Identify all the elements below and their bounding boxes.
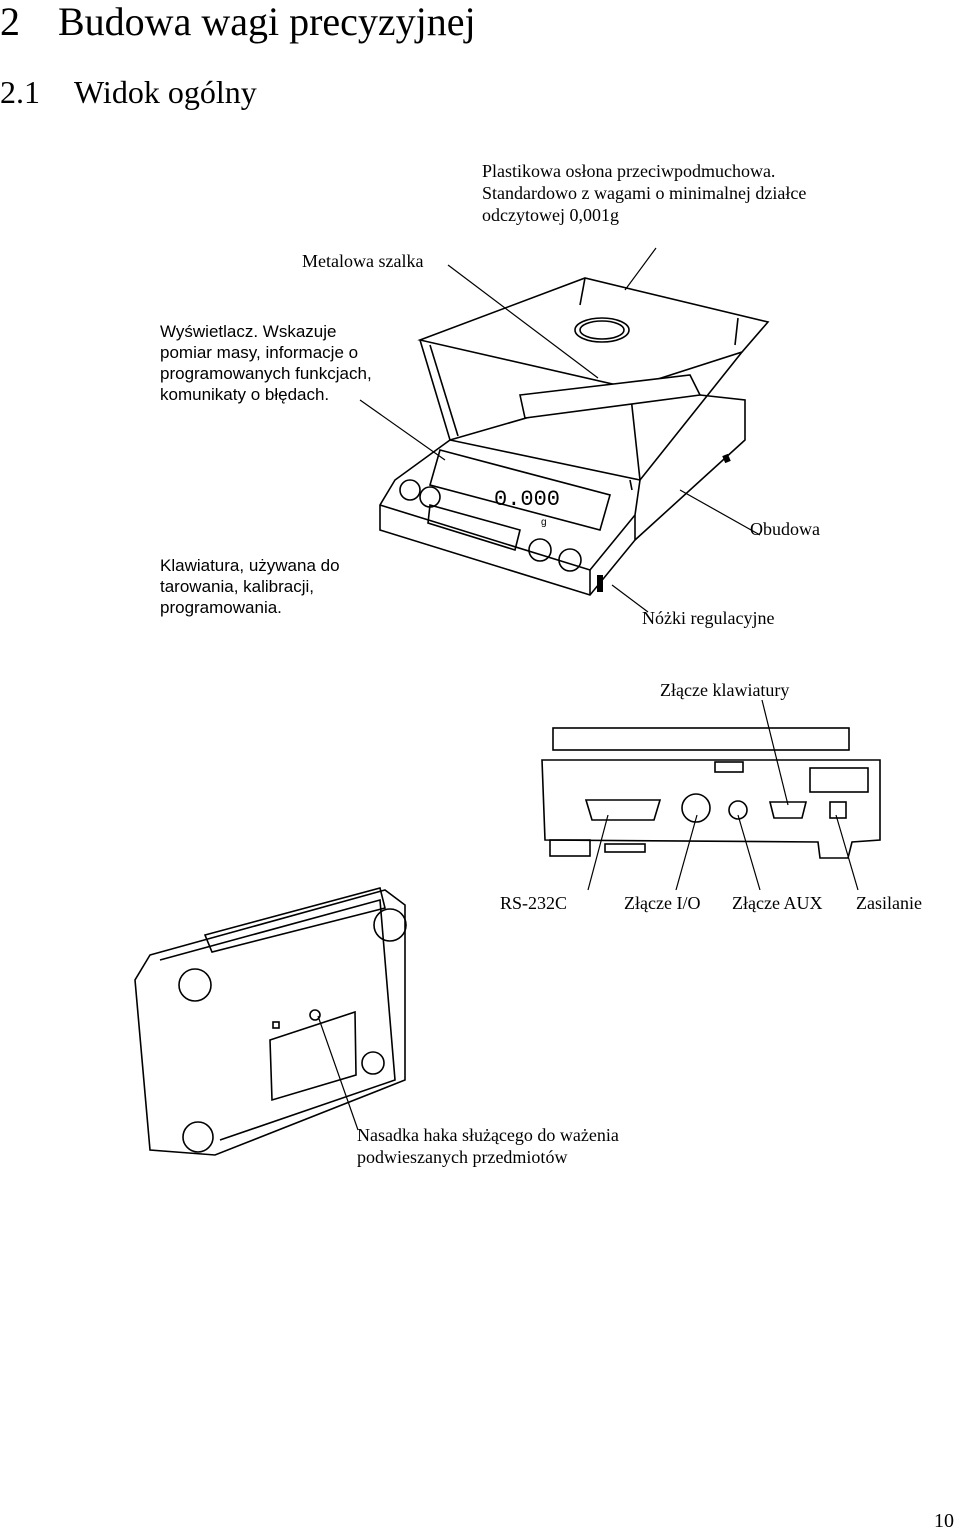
io-label: Złącze I/O [624,893,701,913]
page-number: 10 [934,1510,954,1532]
draft-shield-drawing [417,277,770,481]
housing-label: Obudowa [750,519,820,539]
label-line: programowanych funkcjach, [160,364,372,383]
label-line: podwieszanych przedmiotów [357,1147,568,1167]
display-label: Wyświetlacz. Wskazuje pomiar masy, infor… [160,321,372,405]
display-unit: g [541,517,547,528]
section-title: Budowa wagi precyzyjnej [58,0,476,44]
subsection-heading: 2.1 Widok ogólny [0,74,257,111]
label-line: tarowania, kalibracji, [160,577,315,596]
pan-label: Metalowa szalka [302,251,424,271]
leader-lines [359,247,761,613]
label-line: pomiar masy, informacje o [160,343,359,362]
feet-label: Nóżki regulacyjne [642,608,775,628]
label-line: komunikaty o błędach. [160,385,330,404]
balance-body-drawing [379,394,746,596]
label-line: Plastikowa osłona przeciwpodmuchowa. [482,161,776,181]
rear-panel-drawing [541,727,881,859]
display-reading: 0.000 [494,487,560,512]
aux-label: Złącze AUX [732,893,823,913]
section-number: 2 [0,0,20,44]
label-line: programowania. [160,598,282,617]
bottom-view-drawing [134,887,407,1156]
label-line: Wyświetlacz. Wskazuje [160,322,337,341]
keyboard-connector-label: Złącze klawiatury [660,680,790,700]
subsection-number: 2.1 [0,74,40,110]
section-heading: 2 Budowa wagi precyzyjnej [0,0,476,45]
draft-shield-label: Plastikowa osłona przeciwpodmuchowa. Sta… [482,160,806,226]
keyboard-label: Klawiatura, używana do tarowania, kalibr… [160,555,340,618]
label-line: Nasadka haka służącego do ważenia [357,1125,619,1145]
hook-label: Nasadka haka służącego do ważenia podwie… [357,1124,619,1168]
power-label: Zasilanie [856,893,922,913]
rear-leader-lines [587,699,859,891]
label-line: Standardowo z wagami o minimalnej działc… [482,183,807,203]
label-line: odczytowej 0,001g [482,205,619,225]
subsection-title: Widok ogólny [74,74,257,110]
label-line: Klawiatura, używana do [160,556,340,575]
rs232-label: RS-232C [500,893,568,913]
